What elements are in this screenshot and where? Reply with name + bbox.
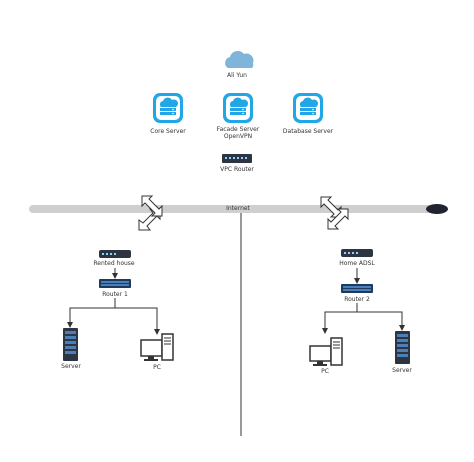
server-tile-led: [312, 108, 314, 111]
facade-server-label: Facade Server OpenVPN: [217, 126, 260, 140]
right-server-icon: [395, 331, 410, 364]
left-router-icon: [99, 279, 131, 288]
server-tile-led: [242, 112, 244, 115]
server-tile-bar: [300, 112, 316, 115]
facade-server-label-line1: Facade Server: [216, 126, 260, 133]
left-router-label: Router 1: [102, 291, 128, 298]
core-server-label: Core Server: [150, 128, 186, 135]
right-router-icon: [341, 284, 373, 293]
cloud-icon: [225, 50, 254, 68]
vpc-router-icon: [222, 154, 252, 163]
server-tile-led: [242, 108, 244, 111]
right-pc-label: PC: [321, 368, 329, 375]
server-tile-led: [172, 112, 174, 115]
core-server-icon: [153, 93, 183, 123]
left-router-to-server: [67, 298, 116, 328]
cloud-label: Ali Yun: [227, 72, 247, 79]
right-router-to-server: [356, 303, 405, 331]
facade-server-label-line2: OpenVPN: [223, 133, 253, 140]
left-server-icon: [63, 328, 78, 361]
server-tile-cloud: [159, 97, 179, 107]
left-modem-label: Rented house: [93, 260, 135, 267]
right-router-label: Router 2: [344, 296, 370, 303]
facade-server-icon: [223, 93, 253, 123]
vpc-router-label: VPC Router: [220, 166, 254, 173]
right-bidirectional-arrow-icon: [320, 196, 349, 230]
left-router-to-pc: [114, 298, 160, 335]
right-router-to-pc: [322, 303, 358, 334]
database-server-label: Database Server: [282, 128, 334, 135]
server-tile-bar: [160, 108, 176, 111]
server-tile-bar: [160, 112, 176, 115]
left-bidirectional-arrow-icon: [138, 195, 163, 231]
server-tile-led: [312, 112, 314, 115]
server-tile-bar: [230, 112, 246, 115]
server-tile-cloud: [229, 97, 249, 107]
left-pc-label: PC: [153, 364, 161, 371]
right-pc-icon: [309, 337, 343, 366]
right-modem-label: Home ADSL: [339, 260, 375, 267]
right-modem-icon: [341, 249, 373, 257]
server-tile-bar: [230, 108, 246, 111]
server-tile-cloud: [299, 97, 319, 107]
database-server-icon: [293, 93, 323, 123]
server-tile-bar: [300, 108, 316, 111]
right-server-label: Server: [392, 367, 412, 374]
left-pc-icon: [140, 333, 174, 361]
server-tile-led: [172, 108, 174, 111]
left-server-label: Server: [61, 363, 81, 370]
internet-label: Internet: [226, 205, 250, 212]
left-modem-icon: [99, 250, 131, 258]
